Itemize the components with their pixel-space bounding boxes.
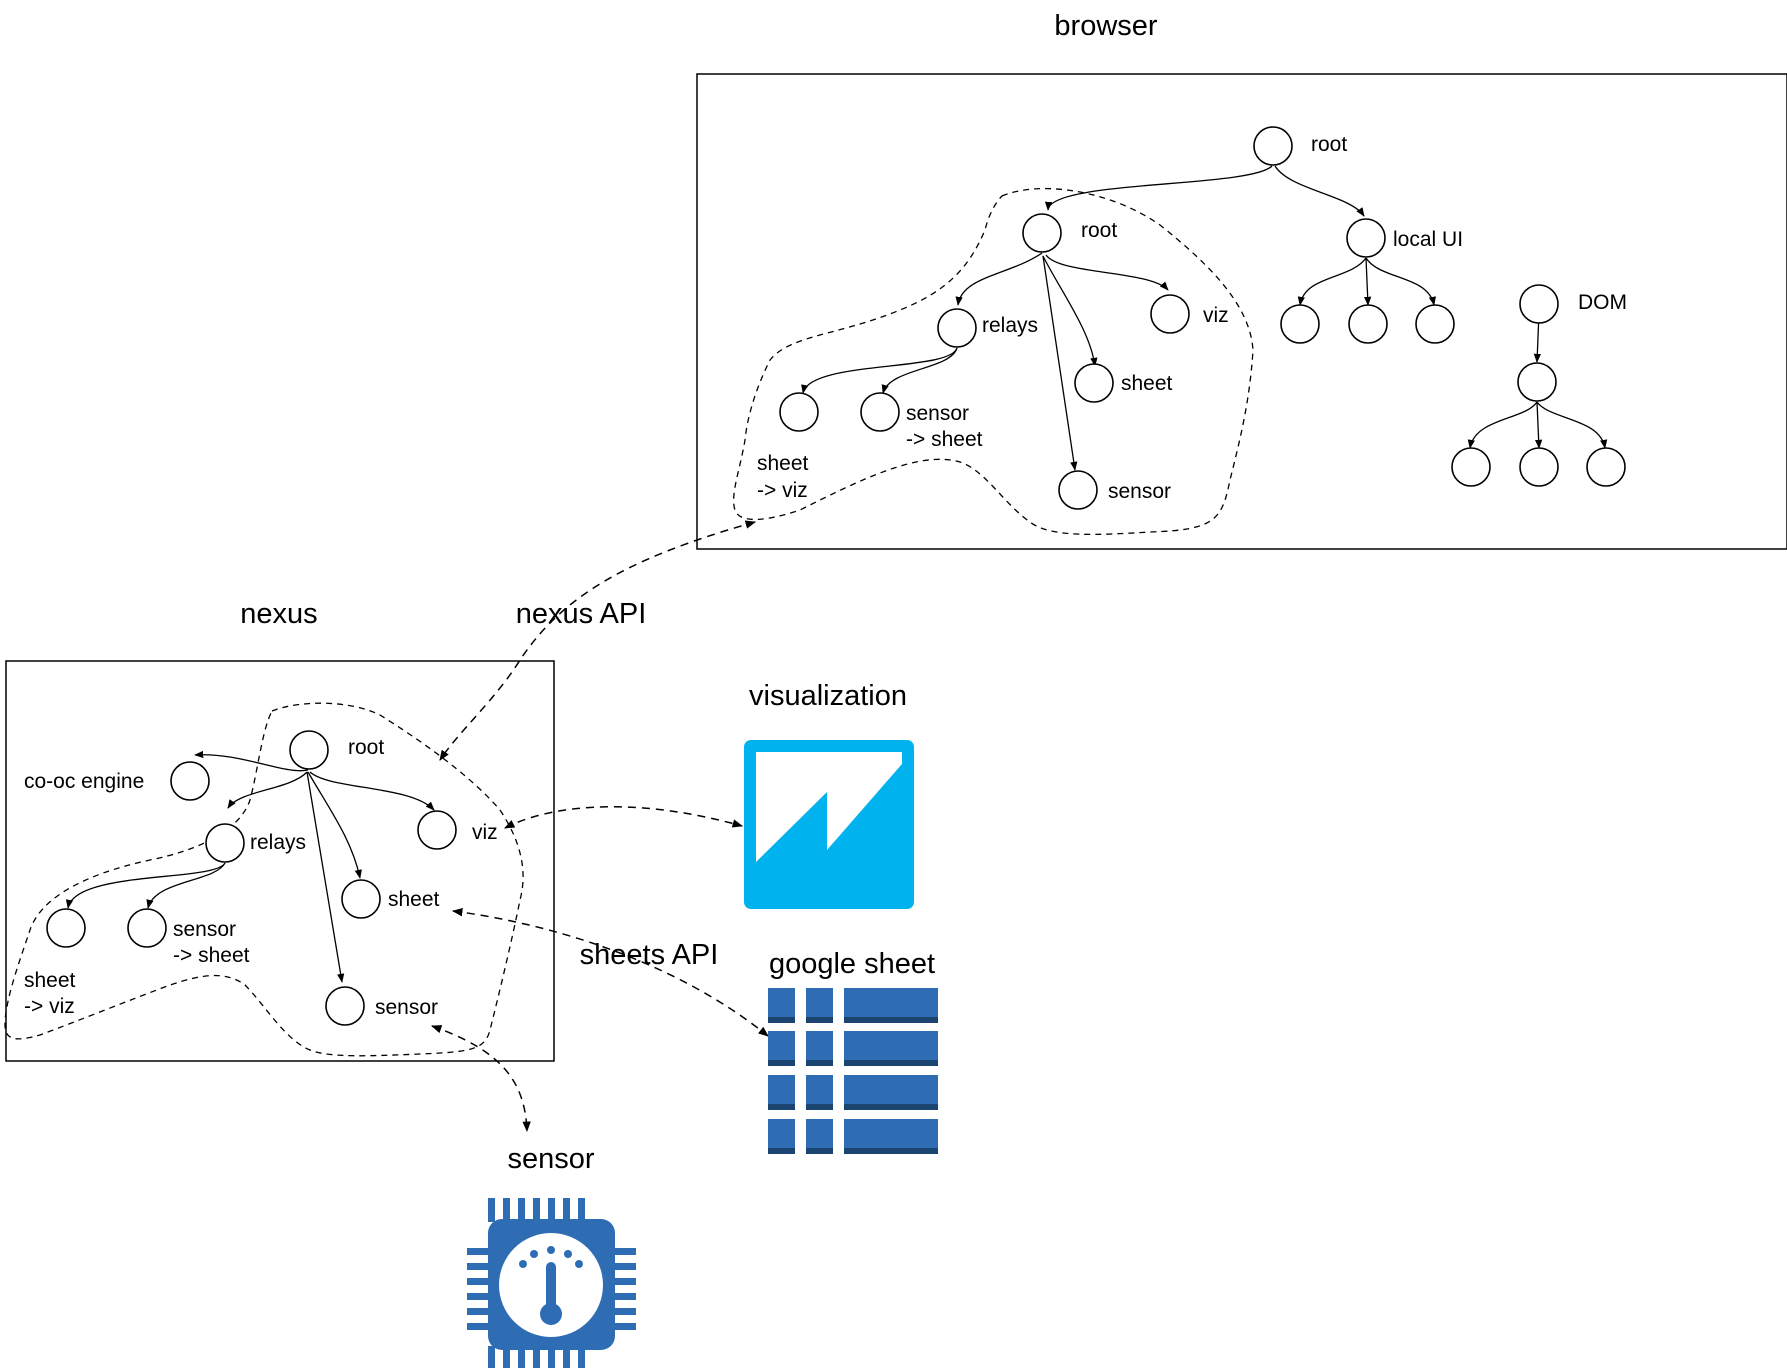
nexus-sheet-label: sheet bbox=[388, 888, 440, 911]
nexus-sheet-viz-label: -> viz bbox=[24, 995, 75, 1018]
spreadsheet-icon bbox=[768, 988, 938, 1154]
nexus-sheet-viz-node bbox=[46, 908, 86, 948]
browser-root-top-label: root bbox=[1311, 133, 1347, 156]
nexus-viz-node bbox=[417, 810, 457, 850]
nexus-api-label: nexus API bbox=[516, 598, 647, 630]
browser-relays-node bbox=[937, 308, 977, 348]
nexus-title: nexus bbox=[240, 598, 317, 630]
browser-nodes bbox=[779, 126, 1626, 510]
nexus-shared-tree-outline bbox=[4, 702, 524, 1057]
nexus-root-label: root bbox=[348, 736, 384, 759]
nexus-box bbox=[5, 660, 555, 1062]
visualization-icon bbox=[744, 740, 914, 909]
sheets-api-label: sheets API bbox=[580, 939, 719, 971]
browser-sensor-sheet-label: -> sheet bbox=[906, 428, 983, 451]
nexus-viz-label: viz bbox=[472, 821, 498, 844]
browser-sensor-label: sensor bbox=[1108, 480, 1171, 503]
dom-child-node bbox=[1517, 362, 1557, 402]
nexus-relays-node bbox=[205, 823, 245, 863]
local-ui-child-node bbox=[1415, 304, 1455, 344]
sensor-title: sensor bbox=[507, 1143, 594, 1175]
browser-viz-label: viz bbox=[1203, 304, 1229, 327]
nexus-sensor-sheet-label: -> sheet bbox=[173, 944, 250, 967]
nexus-sensor-sheet-label: sensor bbox=[173, 918, 236, 941]
browser-sensor-node bbox=[1058, 470, 1098, 510]
local-ui-child-node bbox=[1280, 304, 1320, 344]
browser-local-ui-label: local UI bbox=[1393, 228, 1463, 251]
browser-shared-tree-outline bbox=[733, 187, 1254, 536]
nexus-api-connector bbox=[439, 520, 757, 761]
dom-leaf-node bbox=[1586, 447, 1626, 487]
sensor-chip-icon bbox=[467, 1198, 636, 1368]
nexus-coop-engine-node bbox=[170, 761, 210, 801]
browser-sheet-viz-node bbox=[779, 392, 819, 432]
browser-edges bbox=[801, 165, 1608, 471]
nexus-root-node bbox=[289, 730, 329, 770]
nexus-coop-engine-label: co-oc engine bbox=[24, 770, 144, 793]
google-sheet-title: google sheet bbox=[769, 948, 935, 980]
browser-relays-label: relays bbox=[982, 314, 1038, 337]
nexus-sensor-sheet-node bbox=[127, 908, 167, 948]
browser-root-label: root bbox=[1081, 219, 1117, 242]
browser-sheet-label: sheet bbox=[1121, 372, 1173, 395]
browser-sensor-sheet-node bbox=[860, 392, 900, 432]
browser-dom-label: DOM bbox=[1578, 291, 1627, 314]
browser-sheet-viz-label: sheet bbox=[757, 452, 809, 475]
nexus-sensor-label: sensor bbox=[375, 996, 438, 1019]
sheets-api-connector bbox=[451, 908, 769, 1037]
local-ui-child-node bbox=[1348, 304, 1388, 344]
browser-box bbox=[696, 73, 1787, 550]
browser-sheet-viz-label: -> viz bbox=[757, 479, 808, 502]
nexus-relays-label: relays bbox=[250, 831, 306, 854]
sensor-connector bbox=[431, 1025, 531, 1133]
nexus-edges bbox=[65, 750, 435, 983]
nexus-sheet-viz-label: sheet bbox=[24, 969, 76, 992]
visualization-title: visualization bbox=[749, 680, 907, 712]
browser-sheet-node bbox=[1074, 363, 1114, 403]
browser-root-top-node bbox=[1253, 126, 1293, 166]
nexus-sensor-node bbox=[325, 986, 365, 1026]
nexus-nodes bbox=[46, 730, 457, 1026]
browser-viz-node bbox=[1150, 294, 1190, 334]
browser-sensor-sheet-label: sensor bbox=[906, 402, 969, 425]
dom-root-node bbox=[1519, 284, 1559, 324]
browser-root-node bbox=[1022, 213, 1062, 253]
browser-local-ui-node bbox=[1346, 218, 1386, 258]
dom-leaf-node bbox=[1519, 447, 1559, 487]
visualization-connector bbox=[504, 806, 744, 829]
dom-leaf-node bbox=[1451, 447, 1491, 487]
nexus-sheet-node bbox=[341, 879, 381, 919]
browser-title: browser bbox=[1054, 10, 1157, 42]
